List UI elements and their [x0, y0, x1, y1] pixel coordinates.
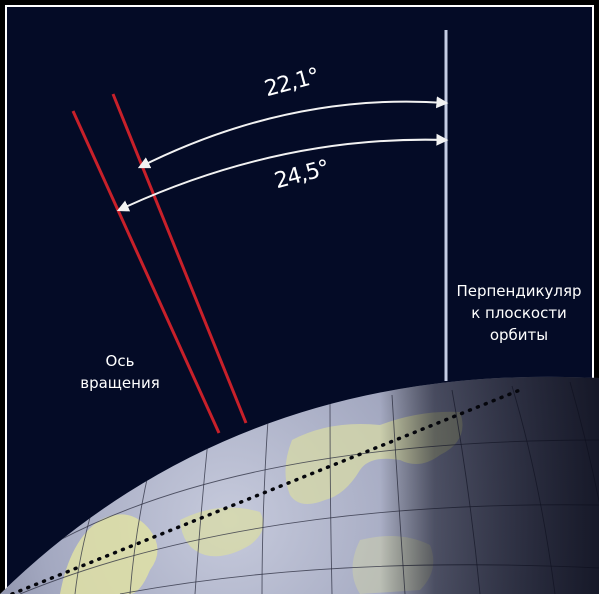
earth-globe	[0, 376, 599, 594]
rotation-axis-line-max	[71, 110, 221, 434]
landmass-west	[60, 514, 158, 594]
rotation-axis-label-line-2: вращения	[80, 374, 160, 392]
perpendicular-label-line-2: к плоскости	[471, 304, 567, 322]
rotation-axis-label-line-1: Ось	[105, 352, 135, 370]
perpendicular-label-line-1: Перпендикуляр	[456, 282, 582, 300]
perpendicular-label: Перпендикуляр к плоскости орбиты	[451, 280, 587, 346]
angle-arc-large	[116, 133, 449, 212]
rotation-axis-label: Ось вращения	[60, 350, 180, 394]
night-shade	[380, 376, 599, 594]
equator-line	[10, 388, 522, 594]
perpendicular-label-line-3: орбиты	[489, 326, 549, 344]
